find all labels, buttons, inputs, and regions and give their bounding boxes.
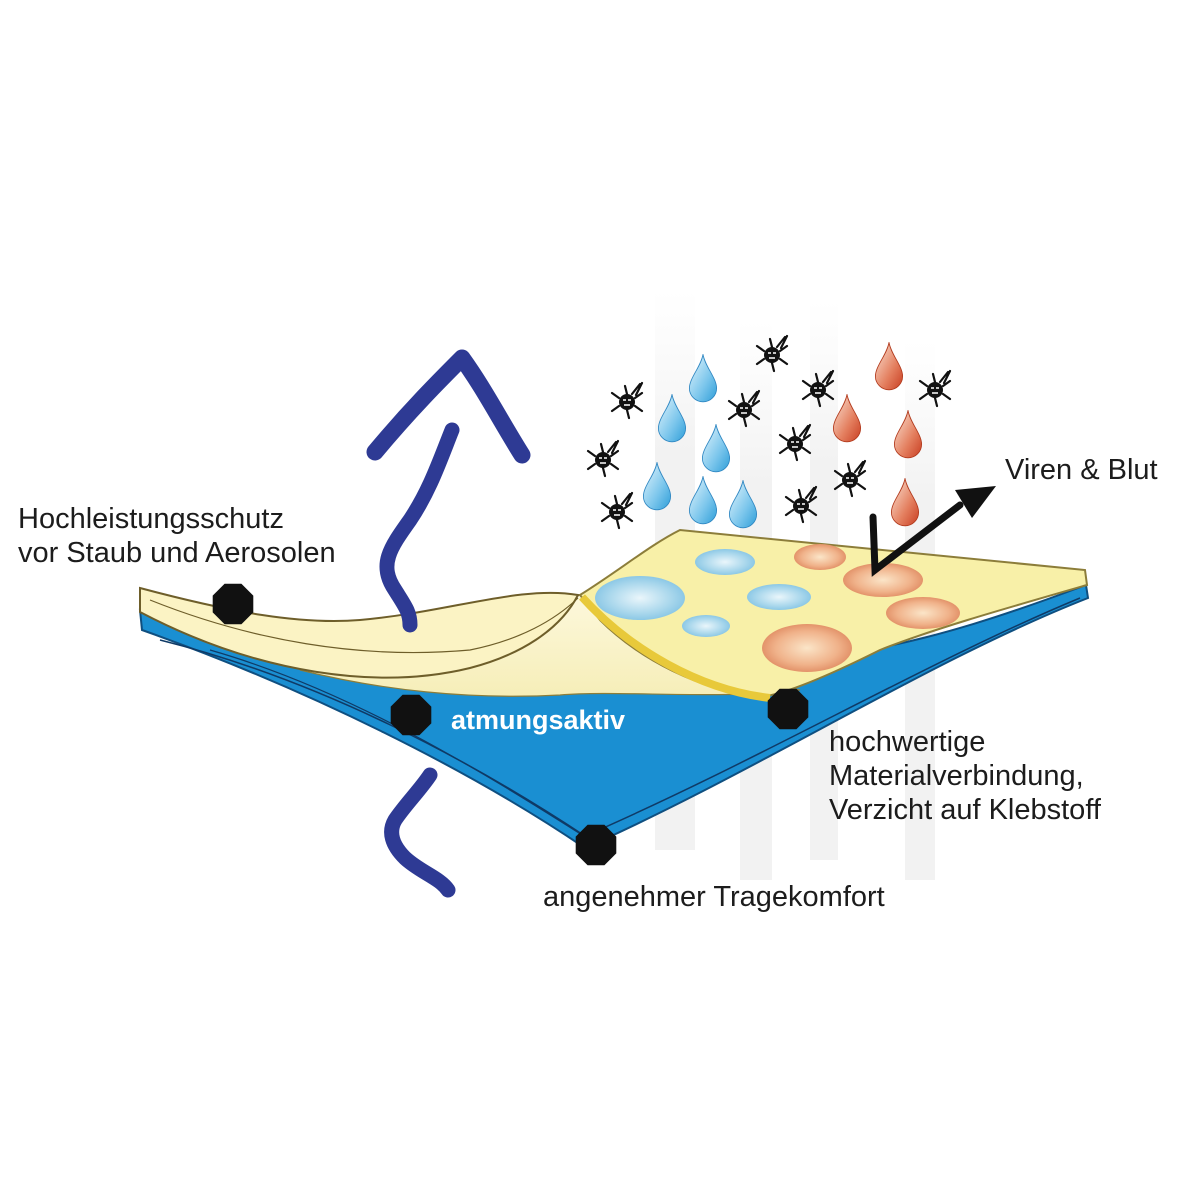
virus-icon [600, 491, 634, 530]
blood-stains [762, 544, 960, 672]
octagon-marker-icon [767, 688, 809, 730]
virus-icon [727, 389, 761, 428]
virus-icon [586, 439, 620, 478]
virus-icon [610, 381, 644, 420]
label-material-bonding: hochwertige Materialverbindung, Verzicht… [829, 725, 1101, 827]
virus-icon [784, 485, 818, 524]
octagon-marker-icon [575, 824, 617, 866]
airflow-arrow-icon [366, 349, 531, 898]
octagon-marker-icon [390, 694, 432, 736]
bonding-line-1: hochwertige [829, 726, 986, 758]
label-dust-aerosol-protection: Hochleistungsschutz vor Staub und Aeroso… [18, 502, 336, 570]
water-stains [595, 549, 811, 637]
virus-icon [801, 369, 835, 408]
label-wearing-comfort: angenehmer Tragekomfort [543, 881, 885, 913]
peeled-flap [139, 586, 580, 679]
virus-icon [918, 369, 952, 408]
virus-icon [833, 459, 867, 498]
arrow-head-icon [955, 486, 996, 518]
protection-line-2: vor Staub und Aerosolen [18, 537, 336, 569]
protection-line-1: Hochleistungsschutz [18, 503, 284, 535]
label-breathable: atmungsaktiv [451, 705, 626, 735]
arrow-icon [869, 501, 964, 577]
bonding-line-2: Materialverbindung, [829, 760, 1084, 792]
virus-icons [586, 334, 952, 530]
bonding-line-3: Verzicht auf Klebstoff [829, 794, 1101, 826]
label-viruses-blood: Viren & Blut [1005, 454, 1158, 486]
virus-icon [755, 334, 789, 373]
octagon-markers [212, 583, 809, 866]
virus-icon [778, 423, 812, 462]
octagon-marker-icon [212, 583, 254, 625]
